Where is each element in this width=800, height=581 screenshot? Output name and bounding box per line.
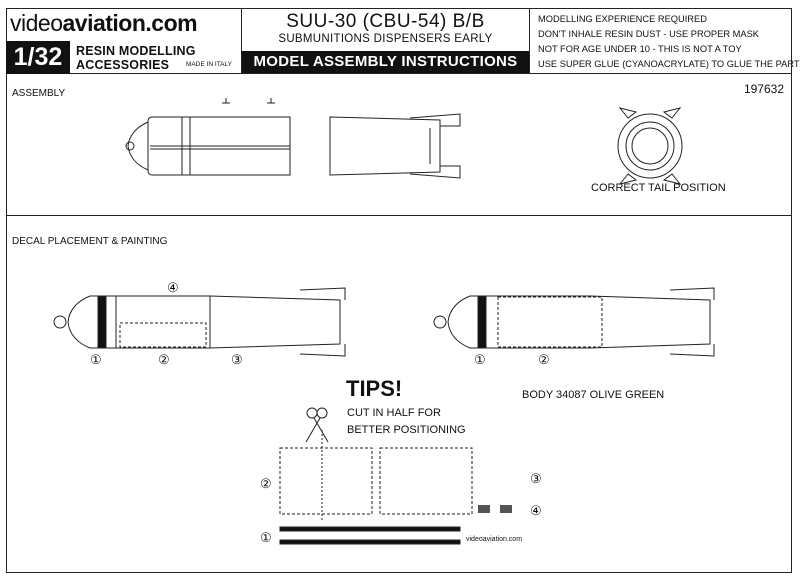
title-block: SUU-30 (CBU-54) B/B SUBMUNITIONS DISPENS… [242,8,530,74]
color-caption: BODY 34087 OLIVE GREEN [522,389,665,401]
side-view-painting [433,287,715,357]
footer-logo: videoaviation.com [466,536,523,543]
product-line: RESIN MODELLING ACCESSORIES [76,44,196,72]
tips-title: TIPS! [346,376,403,401]
product-title: SUU-30 (CBU-54) B/B [286,11,485,32]
decal-label: DECAL PLACEMENT & PAINTING [12,236,168,247]
warning-line: NOT FOR AGE UNDER 10 - THIS IS NOT A TOY [538,44,742,54]
warning-line: MODELLING EXPERIENCE REQUIRED [538,14,707,24]
tail-caption: CORRECT TAIL POSITION [591,182,726,194]
marker-1-right: ① [474,352,486,367]
brand-suffix: aviation.com [62,10,198,36]
scale-badge: 1/32 [6,41,70,74]
assembly-label: ASSEMBLY [12,88,66,99]
tail-end-view [617,107,683,185]
tips-line-2: BETTER POSITIONING [347,424,466,436]
side-view-decals [53,287,346,357]
scissors-icon [305,407,329,443]
instructions-banner: MODEL ASSEMBLY INSTRUCTIONS [242,51,529,73]
marker-2-sheet: ② [260,476,272,491]
brand-prefix: video [10,10,63,36]
marker-4: ④ [167,280,179,295]
brand-name: videoaviation.com [10,10,198,37]
marker-1-sheet: ① [260,530,272,545]
decal-sheet-drawing [279,430,512,545]
warnings-block: MODELLING EXPERIENCE REQUIRED DON'T INHA… [530,8,800,74]
made-in: MADE IN ITALY [186,61,232,68]
marker-2-right: ② [538,352,550,367]
body-tail-drawing [329,113,461,179]
body-front-drawing [125,98,291,176]
product-code: 197632 [743,82,784,96]
marker-3: ③ [231,352,243,367]
warning-line: USE SUPER GLUE (CYANOACRYLATE) TO GLUE T… [538,59,800,69]
instruction-sheet [6,8,792,573]
assembly-section: ASSEMBLY 197632 CORRECT TAIL POSITION [6,74,792,216]
marker-3-sheet: ③ [530,471,542,486]
marker-2: ② [158,352,170,367]
tips-line-1: CUT IN HALF FOR [347,407,441,419]
tips-text: CUT IN HALF FOR BETTER POSITIONING [347,405,466,439]
marker-4-sheet: ④ [530,503,542,518]
warning-line: DON'T INHALE RESIN DUST - USE PROPER MAS… [538,29,759,39]
brand-block: videoaviation.com 1/32 RESIN MODELLING A… [6,8,242,74]
marker-1: ① [90,352,102,367]
product-subtitle: SUBMUNITIONS DISPENSERS EARLY [278,33,493,45]
